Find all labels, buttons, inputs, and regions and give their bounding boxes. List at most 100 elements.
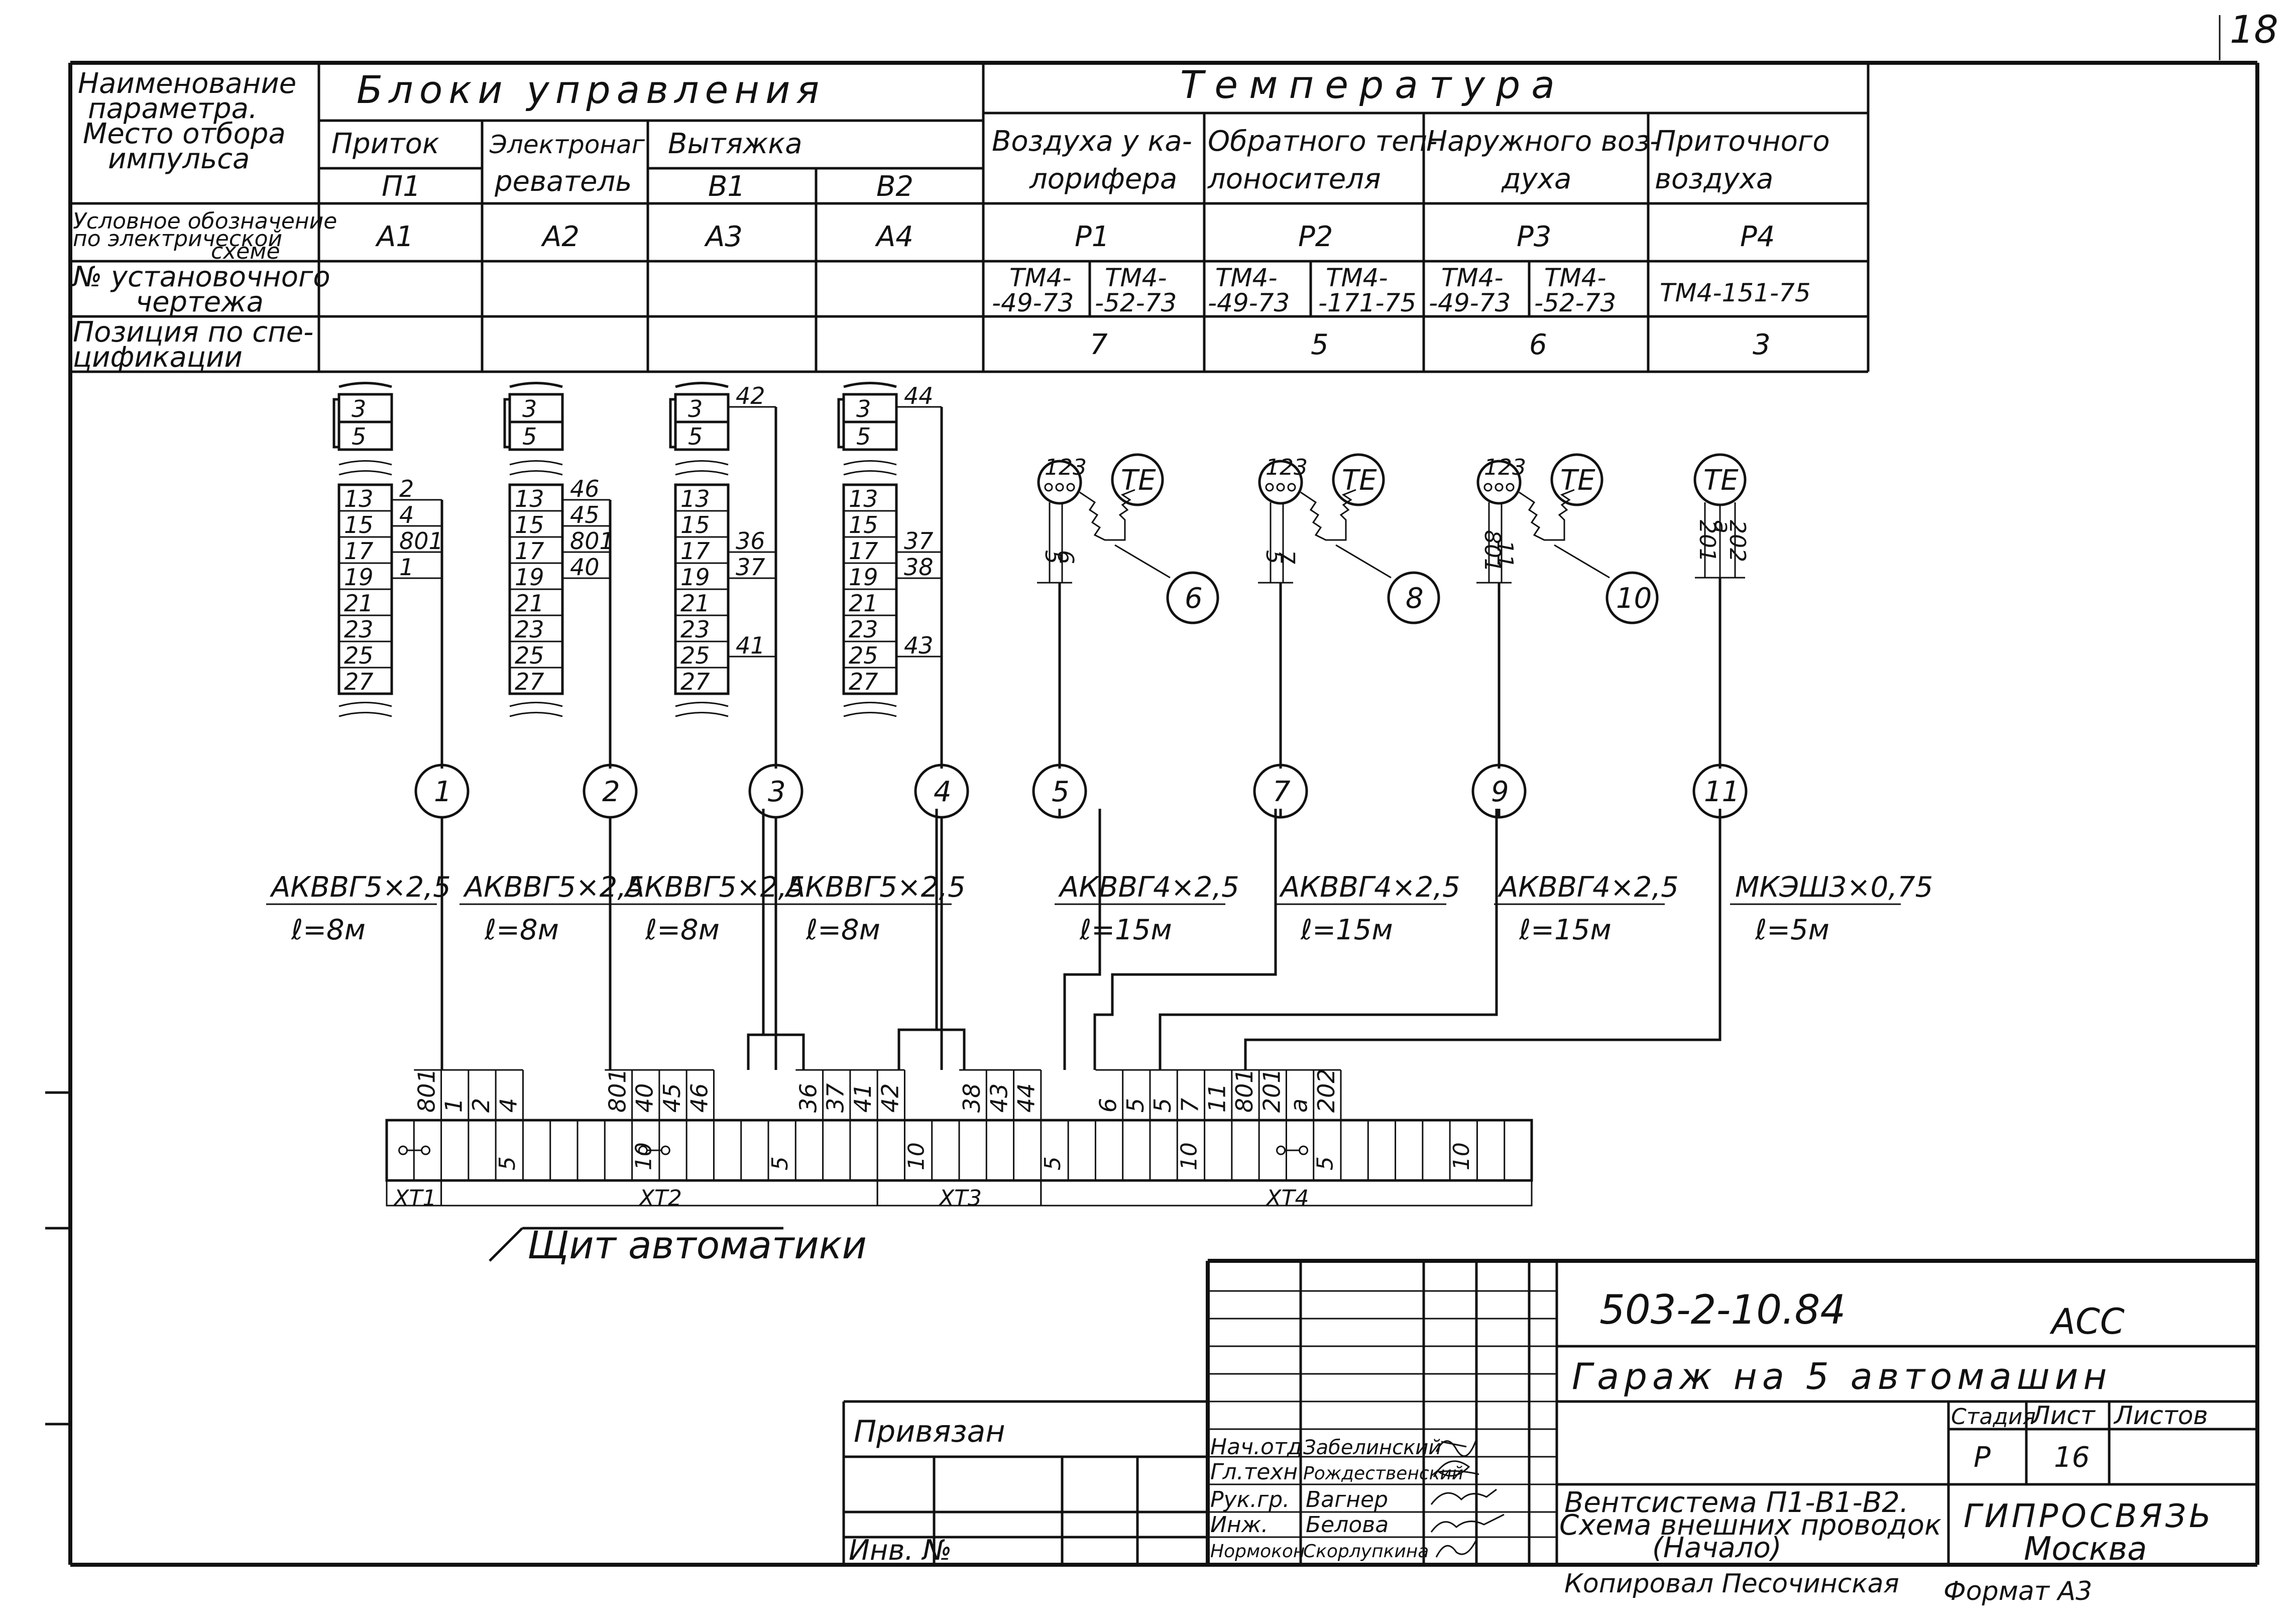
sensor-te-circle (1332, 453, 1385, 506)
sensor-connector (1037, 460, 1082, 505)
sensor-leader (1114, 544, 1171, 579)
org-name: ГИПРОСВЯЗЬ (1964, 1498, 2214, 1535)
sensor-wire-label: 5 (1040, 550, 1066, 564)
sensor-pin (1276, 483, 1285, 492)
param-label-line-4: импульса (108, 143, 250, 175)
sheet-value: 16 (2054, 1441, 2090, 1474)
block-terminal: 13 (344, 485, 374, 512)
strip-group-label: ХТ3 (938, 1185, 982, 1211)
role-2: Гл.техн (1210, 1459, 1298, 1485)
strip-jumper-node (421, 1145, 431, 1155)
terminal-wire-label: 40 (631, 1083, 658, 1113)
sensor-position-bubble (1166, 571, 1219, 624)
sensor-leader (1554, 544, 1610, 579)
role-1: Нач.отд (1210, 1434, 1302, 1460)
sensor-te-label: TE (1342, 464, 1377, 497)
symbol-a1: А1 (375, 221, 414, 253)
block-bottom-break (675, 702, 729, 717)
cable-type: АКВВГ5×2,5 (624, 871, 805, 904)
block-top-term: 3 (352, 395, 366, 422)
terminal-wire-label: 41 (849, 1083, 876, 1113)
name-4: Белова (1306, 1512, 1389, 1538)
block-top-break (675, 382, 729, 388)
strip-group-label: ХТ1 (393, 1185, 436, 1211)
sensor-wire-label: 11 (1492, 540, 1518, 568)
terminal-wire-label: 7 (1176, 1098, 1203, 1113)
block-terminal: 25 (849, 642, 878, 669)
terminal-wire-label: 44 (1013, 1083, 1040, 1113)
title-block: 503-2-10.84 АСС Гараж на 5 автомашин Ста… (842, 1259, 2257, 1606)
block-terminal: 17 (344, 537, 374, 565)
block-wire-label: 45 (570, 501, 600, 528)
sheet-header: Лист (2030, 1401, 2096, 1430)
cable-length: ℓ=8м (484, 914, 559, 946)
symbol-p2: Р2 (1298, 221, 1333, 253)
strip-number: 5 (1313, 1156, 1338, 1170)
col-v1: В1 (708, 170, 745, 203)
sensor-wire-label: 5 (1261, 550, 1287, 564)
block-terminal: 25 (344, 642, 374, 669)
block-wire-label: 1 (399, 554, 414, 581)
cable-length: ℓ=8м (291, 914, 366, 946)
block-top-term: 3 (856, 395, 871, 422)
cable-length: ℓ=8м (645, 914, 720, 946)
block-terminal: 13 (680, 485, 710, 512)
sensor-pin (1495, 483, 1504, 492)
group-temperature: Температура (1180, 62, 1566, 107)
terminal-wire-label: 801 (413, 1068, 440, 1113)
sub-pritok: Приток (331, 128, 439, 160)
terminal-wire-label: 201 (1258, 1068, 1285, 1113)
terminal-wire-label: 202 (1313, 1068, 1340, 1113)
block-terminal: 23 (680, 616, 710, 643)
terminal-wire-label: 36 (794, 1083, 822, 1113)
param-label-line-1: Наименование (78, 67, 296, 100)
temp-col-2-line-1: Обратного теп- (1208, 125, 1437, 158)
name-3: Вагнер (1306, 1487, 1388, 1513)
block-bottom-break (338, 702, 392, 717)
block-terminal: 15 (849, 511, 878, 538)
cable-length: ℓ=5м (1755, 914, 1829, 946)
sensor-te-circle (1550, 453, 1603, 506)
symbol-p3: Р3 (1517, 221, 1551, 253)
terminal-wire-label: a (1286, 1099, 1313, 1113)
terminal-wire-label: 42 (876, 1083, 903, 1113)
sensor-pin (1066, 483, 1075, 492)
drawing-2b: -52-73 (1095, 288, 1177, 317)
signature-5 (1435, 1539, 1477, 1558)
terminal-wire-label: 2 (468, 1098, 495, 1113)
cables: 1АКВВГ5×2,5ℓ=8м2АКВВГ5×2,5ℓ=8м3АКВВГ5×2,… (266, 764, 1933, 1070)
param-label-line-2: параметра. (88, 92, 258, 125)
cable-length: ℓ=15м (1519, 914, 1612, 946)
terminal-wire-label: 5 (1122, 1098, 1149, 1113)
sensor-pin (1506, 483, 1515, 492)
block-terminal: 19 (515, 564, 544, 591)
block-terminal: 27 (515, 668, 544, 695)
drawing-5b: -49-73 (1429, 288, 1511, 317)
block-wire-label: 801 (399, 527, 443, 555)
block-terminal: 23 (515, 616, 544, 643)
drawing-5a: ТМ4- (1441, 263, 1504, 292)
sensor-wire-label: a (1709, 520, 1735, 533)
name-5: Скорлупкина (1303, 1541, 1429, 1562)
sensor-pin (1044, 483, 1053, 492)
strip-number: 5 (1040, 1156, 1066, 1170)
strip-jumper-node (660, 1145, 670, 1155)
drawing-7: ТМ4-151-75 (1660, 278, 1811, 307)
sub-electro-1: Электронаг (489, 130, 645, 159)
col-v2: В2 (876, 170, 913, 203)
strip-jumper-node (1299, 1145, 1309, 1155)
temp-col-1-line-1: Воздуха у ка- (992, 125, 1192, 158)
temp-col-3-line-2: духа (1501, 163, 1571, 195)
page-number: 18 (2230, 7, 2278, 52)
temp-col-2-line-2: лоносителя (1207, 163, 1381, 195)
sensor-te-label: TE (1560, 464, 1595, 497)
stage-value: Р (1974, 1441, 1991, 1474)
terminal-wire-label: 1 (440, 1098, 468, 1113)
role-5: Нормокон (1210, 1541, 1305, 1562)
sensor-leader (1335, 544, 1392, 579)
